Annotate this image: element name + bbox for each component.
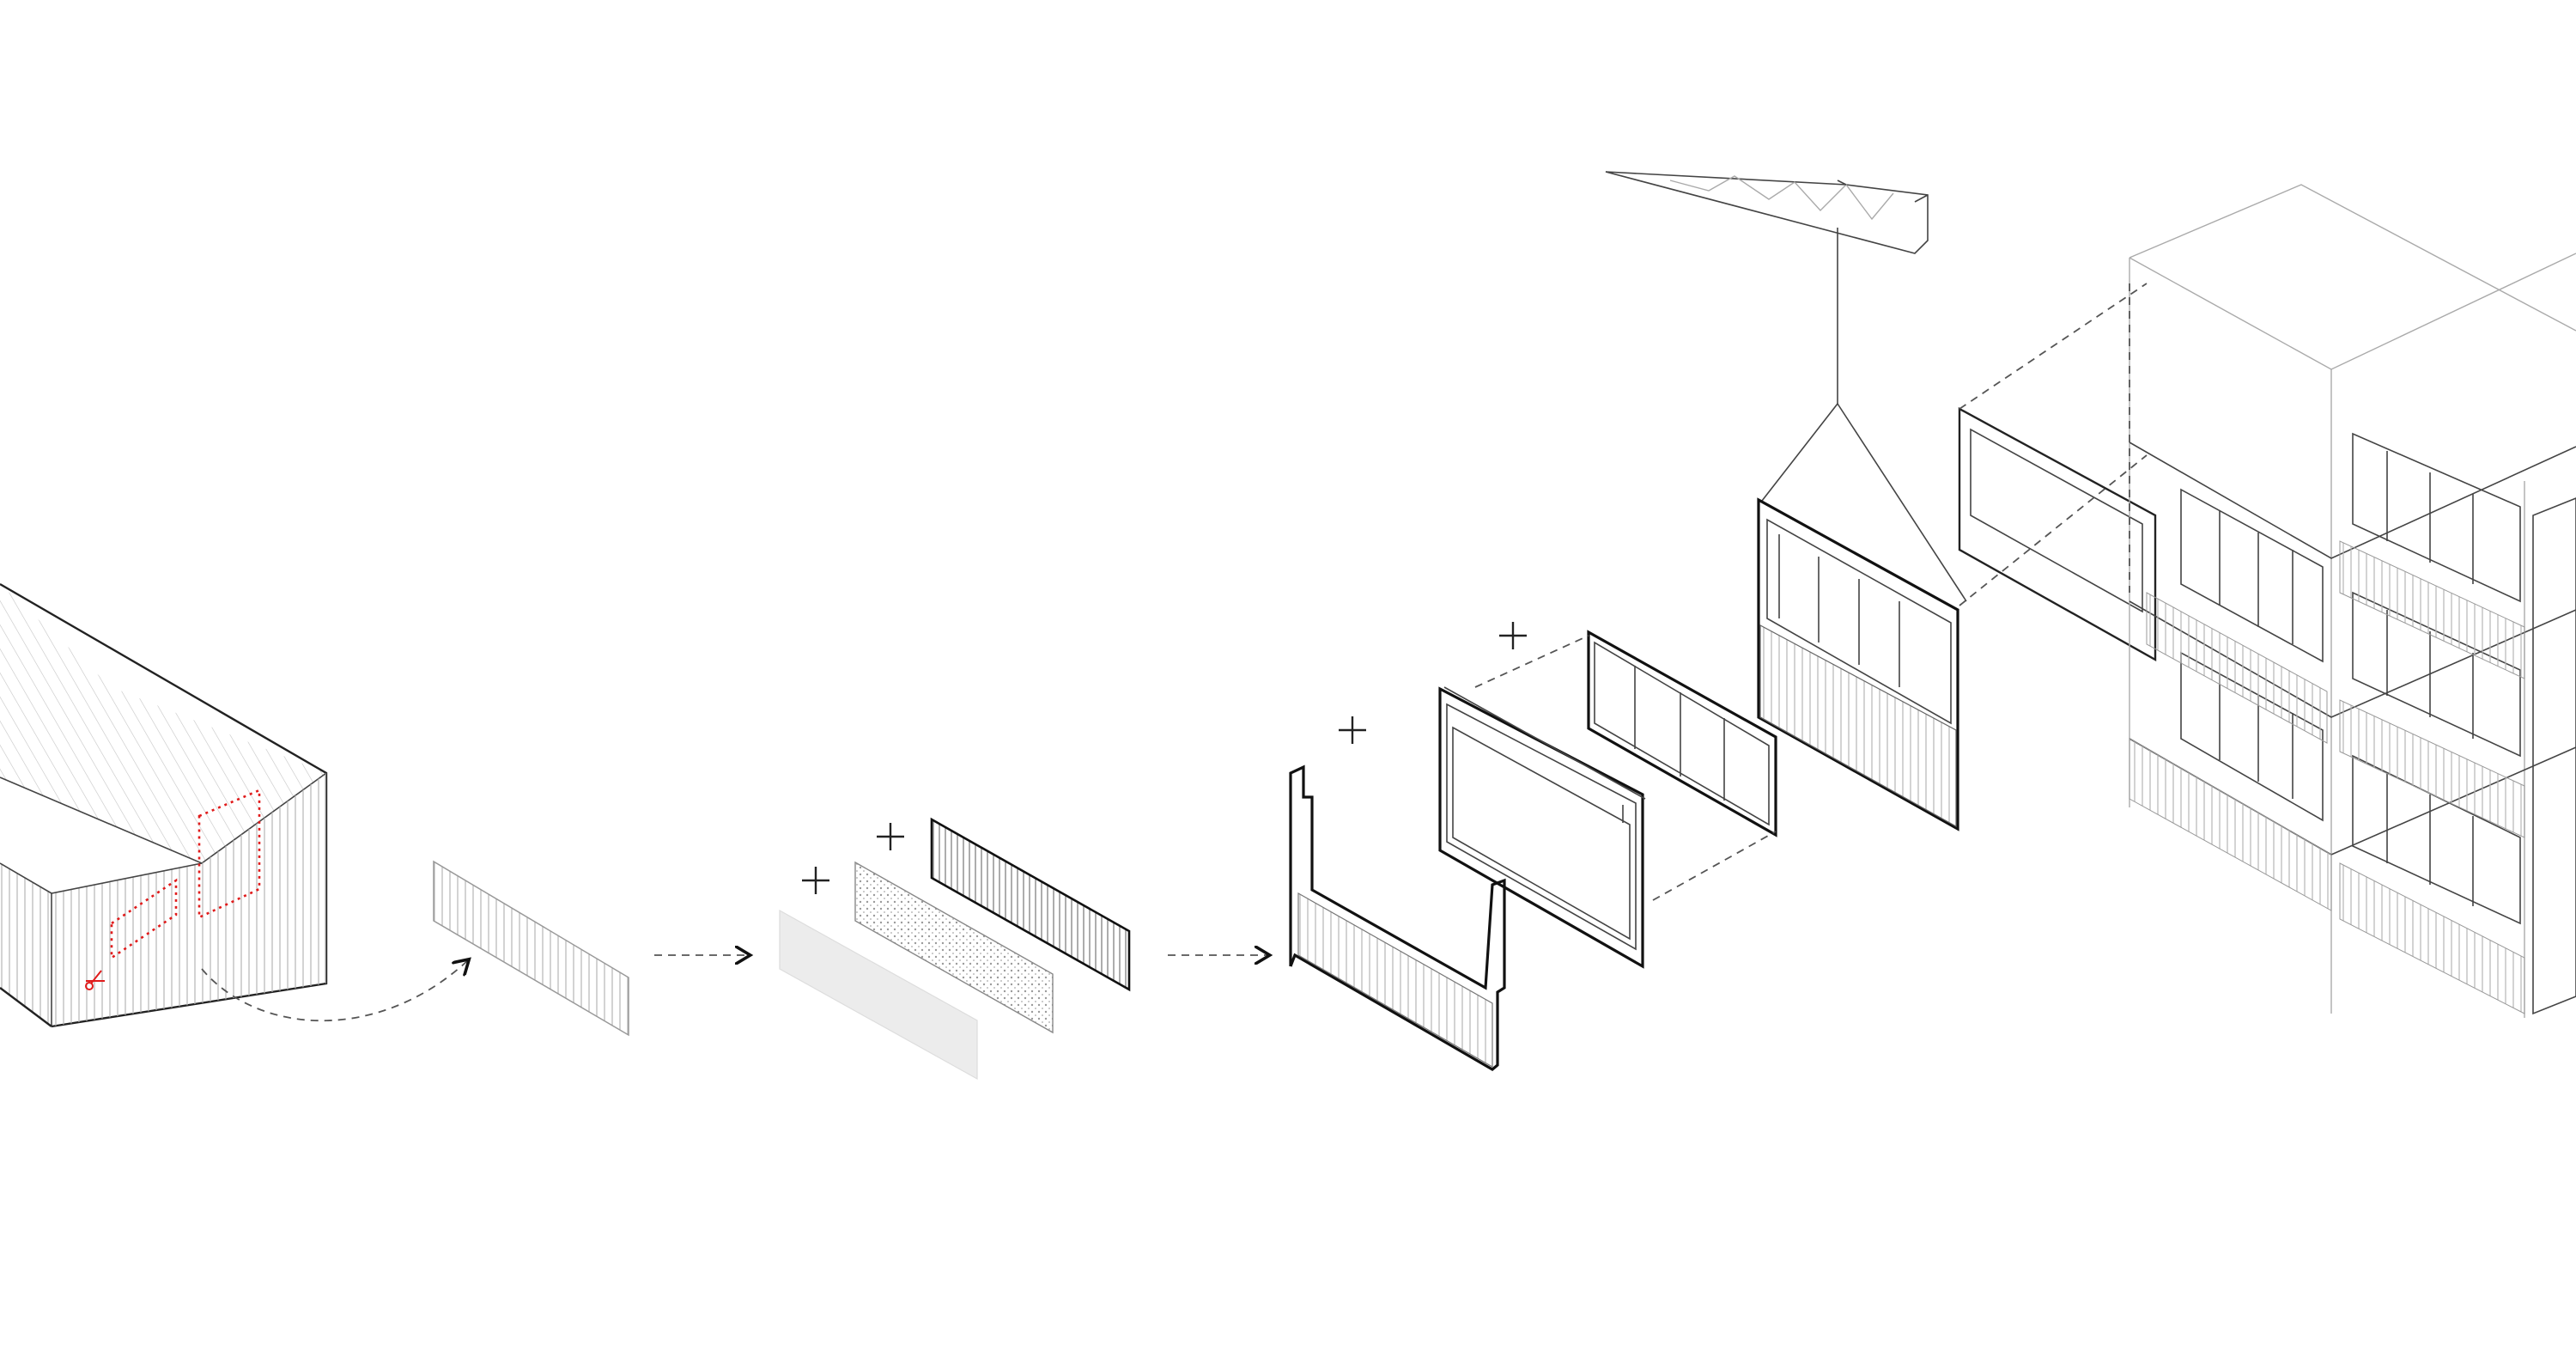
cut-outline-large [197, 789, 261, 920]
plus-icon [877, 823, 904, 850]
plus-icon [802, 867, 829, 894]
prefab-glazing-unit [1587, 630, 1777, 837]
layer-backing-board [779, 909, 978, 1081]
plus-icon [1339, 716, 1366, 744]
prefab-base-frame [1289, 764, 1506, 1071]
shed-roof [0, 584, 326, 863]
reclaimed-cladding-panel [433, 860, 629, 1037]
crane-slings [1761, 403, 1967, 602]
shed-gable-wall [0, 773, 326, 1026]
existing-shed-building [0, 582, 328, 1028]
cut-outline-small [110, 878, 178, 960]
panel-layer-stack [779, 817, 1131, 1081]
layer-insulation [854, 861, 1054, 1034]
crane-jib [1605, 171, 1929, 404]
wall-frame-module [1958, 283, 2157, 662]
prefab-window-frame [1438, 686, 1646, 969]
alignment-dashed-lines [1474, 635, 1777, 901]
hoisted-facade-panel [1757, 497, 1959, 831]
shed-base-line [0, 987, 52, 1027]
modular-building [2129, 184, 2576, 1018]
layer-cladding [930, 817, 1131, 992]
plus-icon [1499, 622, 1527, 649]
dashed-arrow-icon [201, 960, 468, 1022]
scissors-icon [85, 970, 105, 990]
